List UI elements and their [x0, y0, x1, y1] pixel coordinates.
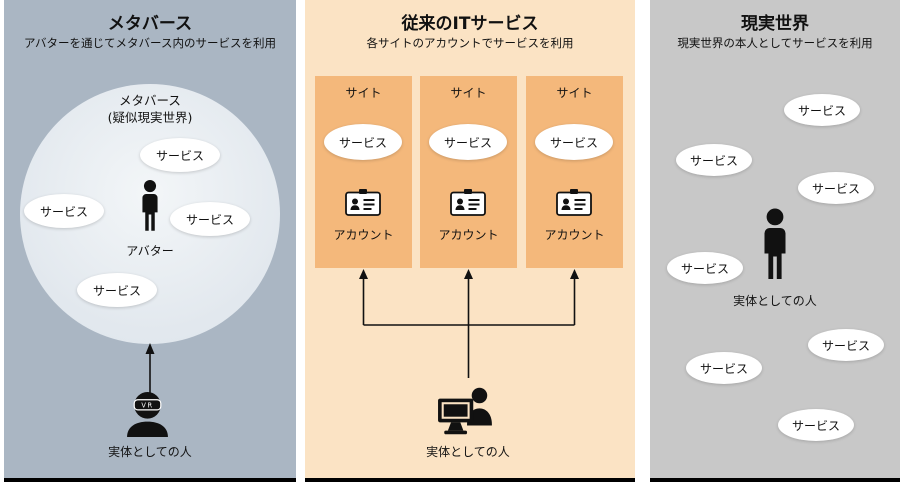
real-person-label: 実体としての人: [733, 294, 817, 308]
panel-metaverse: メタバース アバターを通じてメタバース内のサービスを利用 メタバース (疑似現実…: [4, 0, 296, 482]
account-label: アカウント: [333, 228, 394, 242]
real-title: 現実世界: [741, 14, 809, 34]
site-title: サイト: [556, 86, 593, 100]
metaverse-subtitle: アバターを通じてメタバース内のサービスを利用: [24, 36, 276, 50]
it-title: 従来のITサービス: [401, 14, 539, 34]
service-oval: サービス: [667, 252, 743, 284]
site-title: サイト: [345, 86, 382, 100]
site-column: サイト サービス アカウント: [526, 76, 623, 268]
metaverse-title: メタバース: [107, 14, 193, 34]
account-label: アカウント: [438, 228, 499, 242]
service-oval: サービス: [535, 124, 613, 160]
vr-person-icon: VR: [127, 392, 168, 437]
service-oval: サービス: [170, 202, 250, 236]
metaverse-circle-title: メタバース: [119, 93, 181, 108]
service-oval: サービス: [778, 409, 854, 441]
service-oval: サービス: [676, 144, 752, 176]
vr-headset-text: VR: [141, 402, 153, 410]
metaverse-entry-arrow: [145, 343, 155, 398]
service-oval: サービス: [140, 138, 220, 172]
real-subtitle: 現実世界の本人としてサービスを利用: [677, 36, 873, 50]
site-title: サイト: [450, 86, 487, 100]
site-column: サイト サービス アカウント: [315, 76, 412, 268]
panel-real-world: 現実世界 現実世界の本人としてサービスを利用 サービス サービス サービス サー…: [650, 0, 900, 482]
avatar-label: アバター: [126, 244, 174, 258]
service-oval: サービス: [784, 94, 860, 126]
avatar-person-icon: [142, 180, 158, 231]
real-person-icon: [764, 208, 786, 279]
service-oval: サービス: [77, 273, 157, 307]
account-card-icon: [556, 189, 592, 216]
service-oval: サービス: [808, 329, 884, 361]
account-label: アカウント: [544, 228, 605, 242]
site-column: サイト サービス アカウント: [420, 76, 517, 268]
account-card-icon: [450, 189, 486, 216]
computer-user-icon: [438, 387, 492, 435]
service-oval: サービス: [429, 124, 507, 160]
it-subtitle: 各サイトのアカウントでサービスを利用: [366, 36, 574, 50]
account-card-icon: [345, 189, 381, 216]
service-oval: サービス: [798, 172, 874, 204]
metaverse-person-label: 実体としての人: [108, 445, 192, 459]
it-person-label: 実体としての人: [426, 445, 510, 459]
account-branch-arrows: [359, 269, 579, 378]
service-oval: サービス: [24, 194, 104, 228]
panel-it-services: 従来のITサービス 各サイトのアカウントでサービスを利用 サイト サービス アカ…: [305, 0, 635, 482]
service-oval: サービス: [686, 352, 762, 384]
metaverse-circle-subtitle: (疑似現実世界): [107, 110, 193, 125]
service-oval: サービス: [324, 124, 402, 160]
